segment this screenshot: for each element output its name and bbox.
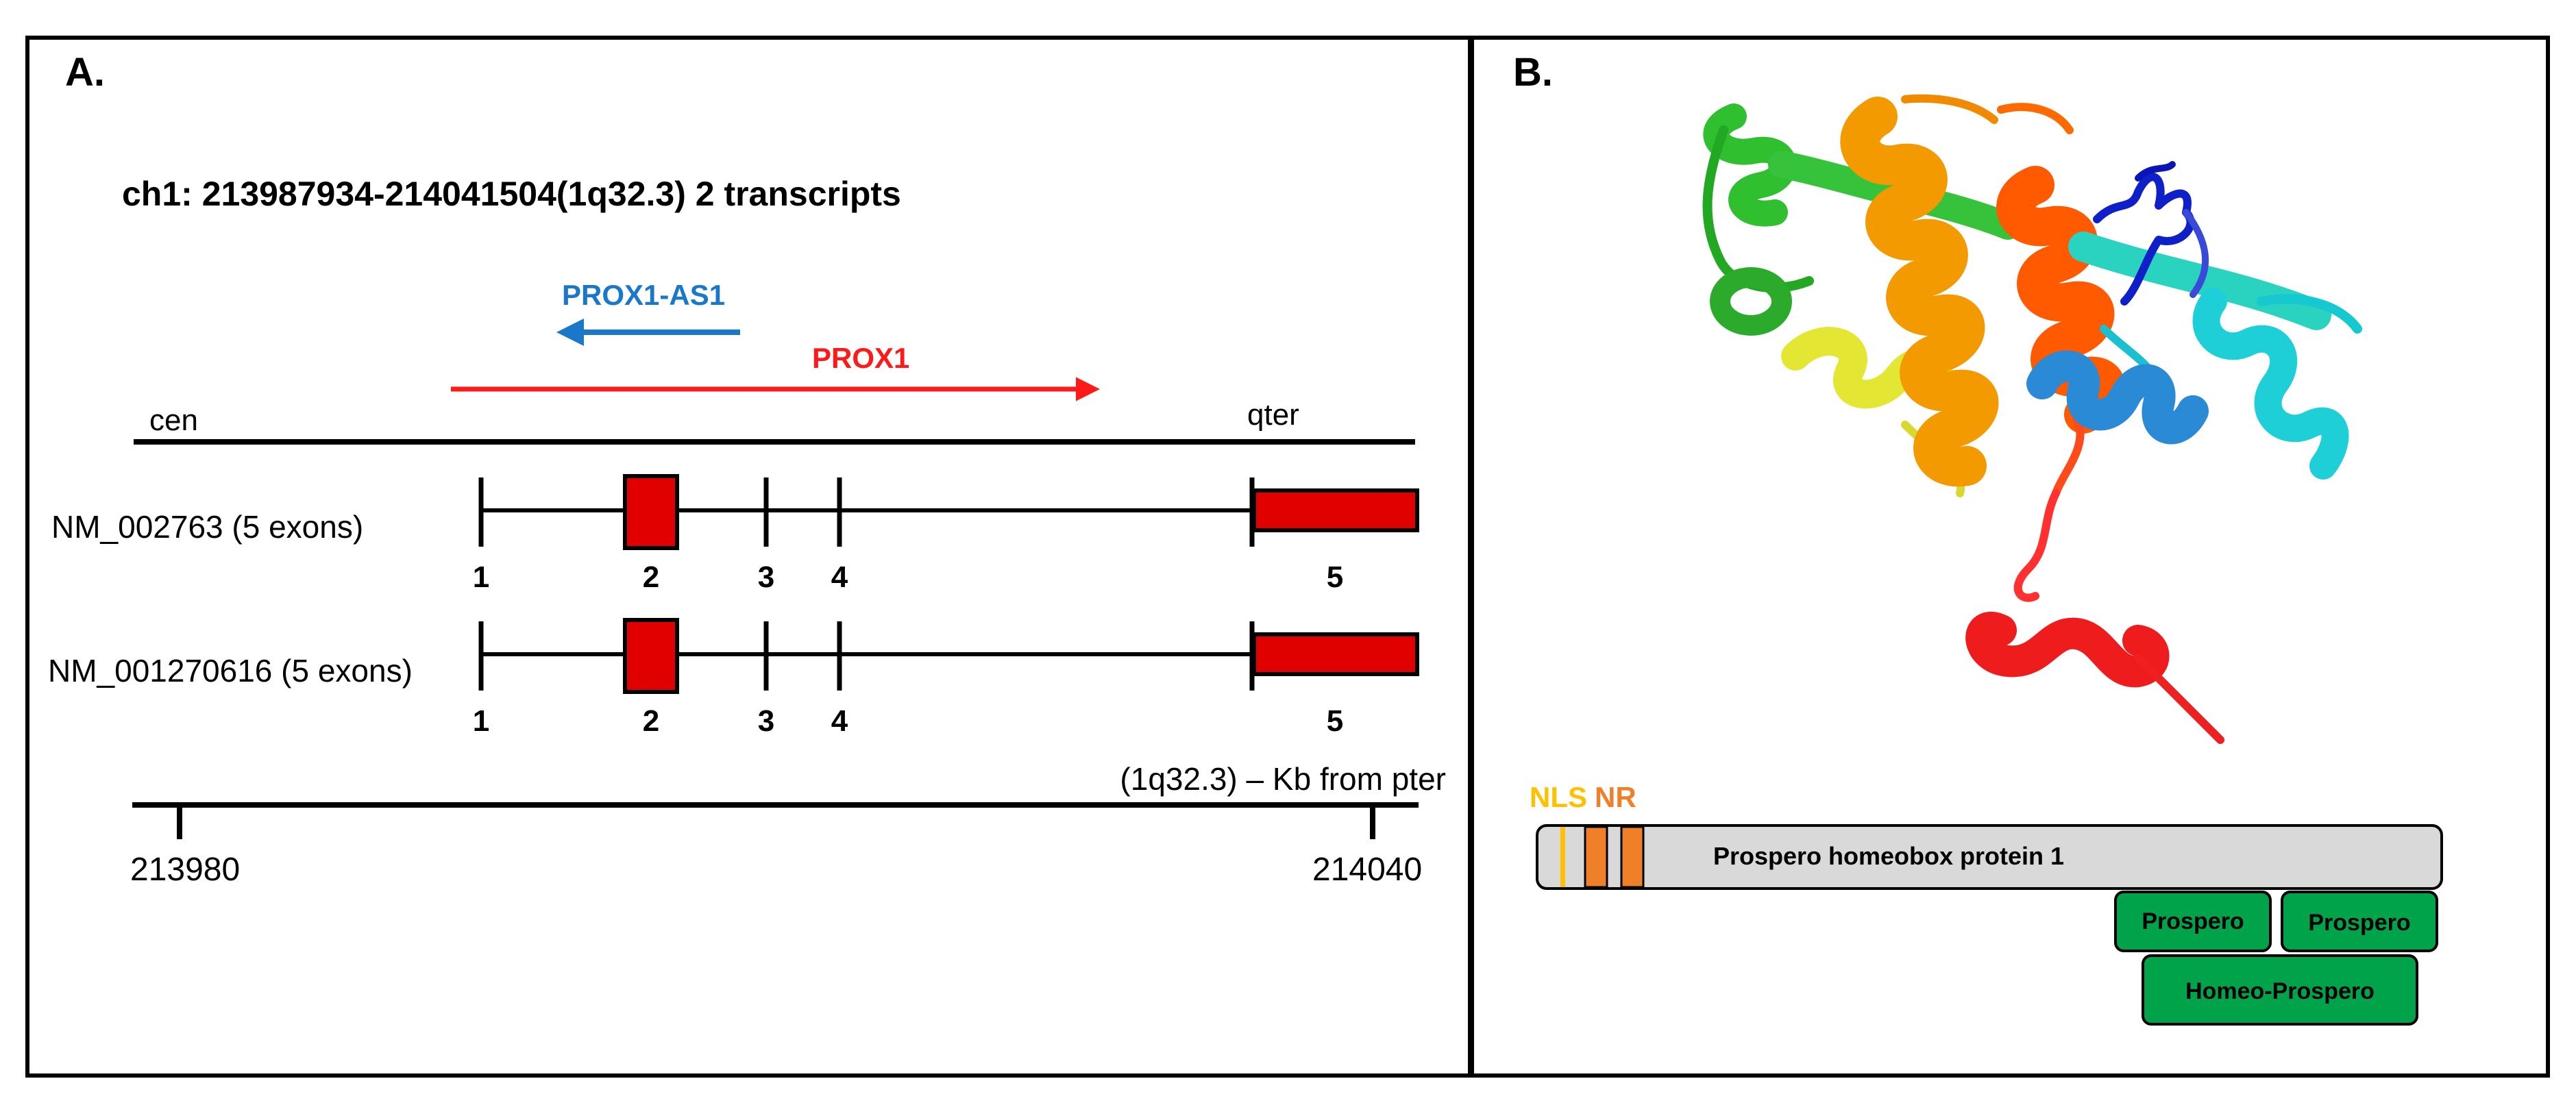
prox1-as1-label: PROX1-AS1 bbox=[562, 279, 725, 311]
panel-b-frame bbox=[1470, 36, 2550, 1078]
nr-marker bbox=[1620, 825, 1645, 889]
prospero-domain-label: Prospero bbox=[2142, 908, 2244, 934]
exon-5-box bbox=[1252, 632, 1419, 676]
nr-label: NR bbox=[1595, 781, 1636, 813]
homeo-prospero-domain-label: Homeo-Prospero bbox=[2185, 978, 2375, 1004]
exon-2-box bbox=[623, 474, 679, 550]
exon-number: 4 bbox=[831, 560, 848, 594]
prospero-domain bbox=[2114, 891, 2272, 952]
scale-tick-label: 214040 bbox=[1312, 852, 1422, 888]
homeo-prospero-domain bbox=[2142, 954, 2418, 1026]
cen-label: cen bbox=[149, 403, 198, 437]
scale-label: (1q32.3) – Kb from pter bbox=[1120, 761, 1446, 797]
exon-number: 3 bbox=[758, 704, 774, 738]
prospero-domain bbox=[2281, 891, 2438, 952]
exon-number: 5 bbox=[1327, 560, 1343, 594]
protein-bar bbox=[1536, 824, 2443, 890]
panel-a: A. ch1: 213987934-214041504(1q32.3) 2 tr… bbox=[25, 36, 1472, 1078]
prox1-label: PROX1 bbox=[812, 342, 909, 374]
exon-number: 1 bbox=[473, 560, 489, 594]
nls-marker bbox=[1560, 827, 1565, 887]
exon-2-box bbox=[623, 618, 679, 694]
panel-b: B. bbox=[1470, 36, 2550, 1078]
exon-number: 3 bbox=[758, 560, 774, 594]
exon-number: 1 bbox=[473, 704, 489, 738]
exon-number: 5 bbox=[1327, 704, 1343, 738]
panel-b-label: B. bbox=[1513, 50, 1553, 95]
exon-5-box bbox=[1252, 488, 1419, 532]
transcript-name: NM_001270616 (5 exons) bbox=[48, 653, 413, 688]
transcript-1: NM_002763 (5 exons) 1 2 3 4 5 bbox=[51, 474, 1419, 594]
protein-structure-image bbox=[1702, 94, 2362, 744]
panel-a-label: A. bbox=[65, 50, 105, 95]
exon-number: 2 bbox=[643, 704, 659, 738]
exon-number: 4 bbox=[831, 704, 848, 738]
nls-label: NLS bbox=[1530, 781, 1587, 813]
exon-number: 2 bbox=[643, 560, 659, 594]
protein-name: Prospero homeobox protein 1 bbox=[1713, 842, 2064, 870]
scale-tick-label: 213980 bbox=[130, 852, 240, 888]
transcript-2: NM_001270616 (5 exons) 1 2 3 4 5 bbox=[48, 618, 1419, 738]
nr-marker bbox=[1584, 825, 1608, 889]
locus-title: ch1: 213987934-214041504(1q32.3) 2 trans… bbox=[122, 175, 901, 213]
prospero-domain-label: Prospero bbox=[2308, 910, 2410, 936]
transcript-name: NM_002763 (5 exons) bbox=[51, 509, 363, 545]
qter-label: qter bbox=[1247, 398, 1299, 432]
